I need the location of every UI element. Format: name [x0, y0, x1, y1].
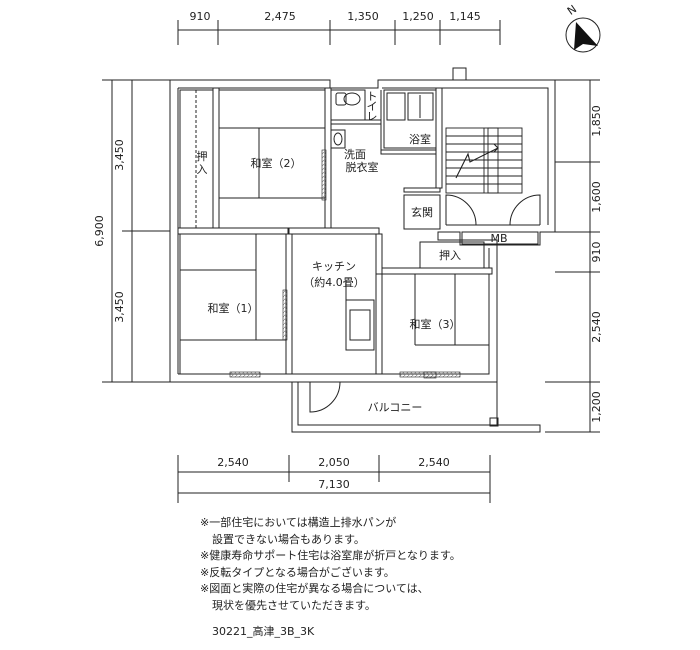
bottom-dim-1: 2,540 — [217, 456, 249, 469]
note-line-1: ※一部住宅においては構造上排水パンが — [200, 516, 397, 529]
bottom-dim-3: 2,540 — [418, 456, 450, 469]
bottom-total-dim: 7,130 — [318, 478, 350, 491]
oshiire-1-label-b: 入 — [197, 163, 208, 176]
fusuma-hatch — [282, 289, 288, 341]
left-total-dim: 6,900 — [93, 215, 106, 247]
left-dim-lower: 3,450 — [113, 291, 126, 323]
right-dim-1: 1,850 — [590, 105, 603, 137]
datsuijo-label: 脱衣室 — [346, 160, 379, 174]
toilet-label-a: ト — [367, 90, 378, 103]
bottom-dim-2: 2,050 — [318, 456, 350, 469]
right-dim-5: 1,200 — [590, 391, 603, 423]
north-compass-icon: N — [565, 2, 601, 53]
room-kitchen — [291, 233, 377, 375]
balcony-label: バルコニー — [368, 401, 423, 414]
washbasin-icon — [330, 129, 346, 149]
room-bathroom — [383, 89, 437, 149]
top-dimension-line — [177, 20, 501, 45]
top-dim-1: 910 — [190, 10, 211, 23]
vent-shaft — [452, 67, 467, 81]
room-oshiire-1: 押 入 — [179, 89, 214, 229]
left-dim-upper: 3,450 — [113, 139, 126, 171]
washitsu-3-label: 和室（3） — [410, 317, 461, 331]
right-dim-2: 1,600 — [590, 181, 603, 213]
senmen-label: 洗面 — [344, 148, 366, 161]
room-toilet — [330, 89, 382, 150]
genkan-label: 玄関 — [411, 205, 433, 219]
right-dimension-line — [545, 79, 600, 433]
bathroom-label: 浴室 — [409, 132, 431, 146]
right-dim-3: 910 — [590, 242, 603, 263]
top-dim-3: 1,350 — [347, 10, 379, 23]
right-dim-4: 2,540 — [590, 311, 603, 343]
kitchen-size-label: （約4.0畳） — [303, 275, 365, 289]
bottom-dimension-line — [177, 455, 491, 503]
top-dim-2: 2,475 — [264, 10, 296, 23]
window-hatch-left — [229, 371, 261, 378]
room-genkan — [403, 194, 441, 230]
room-oshiire-2 — [419, 241, 485, 269]
note-line-5: ※図面と実際の住宅が異なる場合については、 — [200, 582, 429, 595]
note-line-2: 設置できない場合もあります。 — [212, 532, 365, 546]
toilet-label-b: イ — [367, 100, 378, 113]
mb-box — [461, 231, 539, 245]
shoji-hatch — [321, 149, 327, 201]
notes: ※一部住宅においては構造上排水パンが 設置できない場合もあります。 ※健康寿命サ… — [200, 515, 680, 614]
kitchen-label: キッチン — [312, 260, 356, 273]
toilet-label-c: レ — [367, 110, 378, 123]
note-line-6: 現状を優先させていただきます。 — [212, 598, 376, 612]
note-line-4: ※反転タイプとなる場合がございます。 — [200, 565, 395, 579]
plan-code: 30221_高津_3B_3K — [212, 625, 315, 638]
washitsu-2-label: 和室（2） — [251, 156, 302, 170]
window-hatch-right — [399, 371, 461, 378]
balcony — [291, 381, 541, 433]
washitsu-1-label: 和室（1） — [208, 301, 259, 315]
left-dimension-line — [102, 79, 170, 383]
mb-label: MB — [490, 232, 507, 245]
compass-label: N — [565, 2, 579, 17]
top-dim-5: 1,145 — [449, 10, 481, 23]
entrance-doors — [445, 194, 541, 226]
room-washitsu-3 — [381, 273, 490, 375]
top-dim-4: 1,250 — [402, 10, 434, 23]
oshiire-2-label: 押入 — [439, 248, 461, 262]
oshiire-1-label-a: 押 — [197, 149, 208, 163]
interior-walls — [177, 87, 493, 375]
staircase — [445, 127, 523, 194]
note-line-3: ※健康寿命サポート住宅は浴室扉が折戸となります。 — [200, 549, 461, 562]
